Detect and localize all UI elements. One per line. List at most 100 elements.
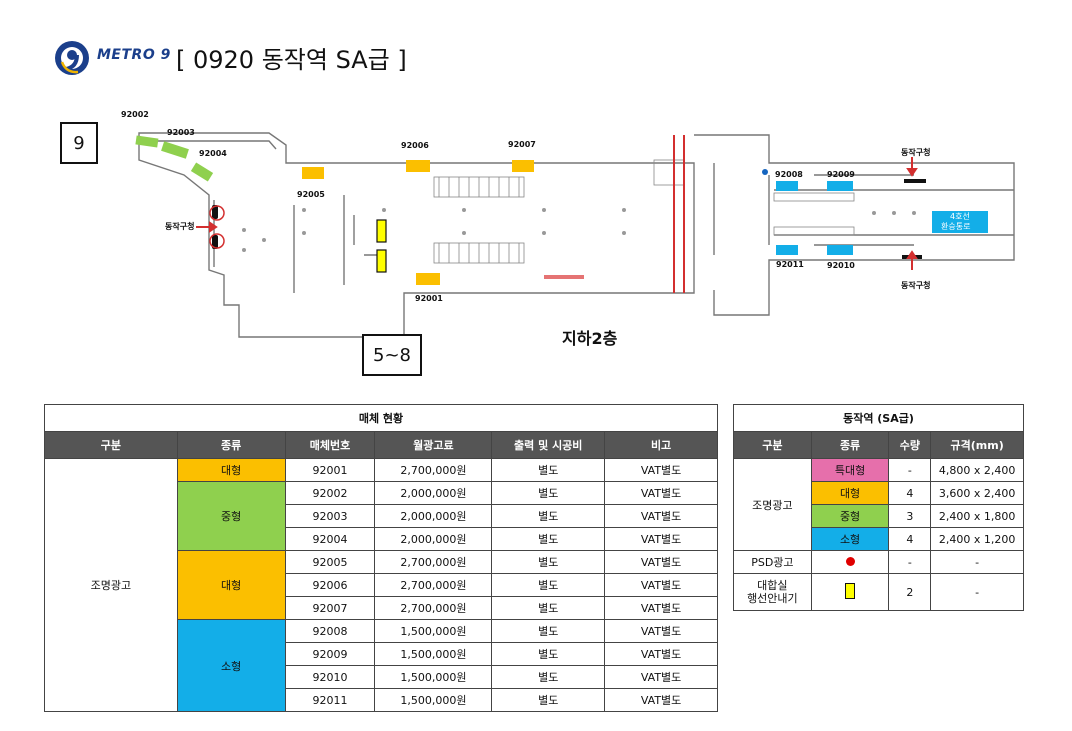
summary-category-guide: 대합실 행선안내기 [733,573,812,611]
summary-size: 2,400 x 1,200 [930,527,1024,551]
media-no-cell: 92001 [284,458,376,482]
cost-cell: 별도 [491,550,606,574]
summary-header-category: 구분 [733,431,812,459]
plan-label-92003: 92003 [167,128,195,137]
cost-cell: 별도 [491,619,606,643]
table-row: 대형 92005 2,700,000원 별도 VAT별도 [45,550,718,620]
transfer-label-1: 4호선 [950,212,970,221]
table-row: 92003 2,000,000원 별도 VAT별도 [45,504,718,528]
plan-label-92001: 92001 [415,294,443,303]
summary-category-lighting: 조명광고 [733,458,812,551]
table-row: 소형 92008 1,500,000원 별도 VAT별도 [45,619,718,712]
fee-cell: 2,000,000원 [374,527,493,551]
plan-label-92010: 92010 [827,261,855,270]
type-cell-large: 대형 [176,458,286,482]
media-no-cell: 92008 [284,619,376,643]
direction-label-left: 동작구청 [165,222,195,231]
logo-text: METRO 9 [97,47,171,63]
table-row: 92004 2,000,000원 별도 VAT별도 [45,527,718,551]
plan-label-92011: 92011 [776,260,804,269]
guide-board-icon-cell [810,573,890,611]
cost-cell: 별도 [491,527,606,551]
fee-cell: 1,500,000원 [374,665,493,689]
table-row: 92006 2,700,000원 별도 VAT별도 [45,573,718,597]
col-header-monthly-fee: 월광고료 [374,431,493,459]
floor-label: 지하2층 [562,329,618,348]
note-cell: VAT별도 [604,527,718,551]
exit-5-8-label: 5~8 [373,344,411,366]
floor-plan [135,132,1015,338]
media-no-cell: 92009 [284,642,376,666]
fee-cell: 2,700,000원 [374,550,493,574]
table-row: 조명광고 특대형 - 4,800 x 2,400 [733,458,1024,551]
transfer-label-2: 환승통로 [941,222,971,231]
note-cell: VAT별도 [604,619,718,643]
category-cell: 조명광고 [44,458,178,712]
plan-label-92005: 92005 [297,190,325,199]
note-cell: VAT별도 [604,481,718,505]
summary-category-psd: PSD광고 [733,550,812,574]
cost-cell: 별도 [491,458,606,482]
plan-label-92009: 92009 [827,170,855,179]
exit-9-label: 9 [73,132,85,154]
summary-qty: - [888,550,932,574]
summary-qty: 4 [888,527,932,551]
note-cell: VAT별도 [604,665,718,689]
note-cell: VAT별도 [604,642,718,666]
fee-cell: 1,500,000원 [374,619,493,643]
guide-label-line2: 행선안내기 [747,592,798,605]
col-header-category: 구분 [44,431,178,459]
col-header-print-cost: 출력 및 시공비 [491,431,606,459]
cost-cell: 별도 [491,642,606,666]
plan-label-92006: 92006 [401,141,429,150]
col-header-note: 비고 [604,431,718,459]
media-no-cell: 92007 [284,596,376,620]
red-dot-icon [845,556,855,566]
media-no-cell: 92010 [284,665,376,689]
type-cell-large: 대형 [176,550,286,620]
note-cell: VAT별도 [604,550,718,574]
summary-type-medium: 중형 [810,504,890,528]
summary-type-xl: 특대형 [810,458,890,482]
note-cell: VAT별도 [604,573,718,597]
table-row: PSD광고 - - [733,550,1024,574]
cost-cell: 별도 [491,665,606,689]
table-row: 중형 3 2,400 x 1,800 [734,504,1024,528]
cost-cell: 별도 [491,481,606,505]
page-title: [ 0920 동작역 SA급 ] [176,46,407,74]
fee-cell: 2,700,000원 [374,573,493,597]
table-row: 92011 1,500,000원 별도 VAT별도 [45,688,718,712]
yellow-board-icon [845,582,856,599]
summary-table: 동작역 (SA급) 구분 종류 수량 규격(mm) 조명광고 특대형 - 4,8… [733,404,1024,611]
cost-cell: 별도 [491,688,606,712]
fee-cell: 2,000,000원 [374,504,493,528]
col-header-type: 종류 [176,431,286,459]
cost-cell: 별도 [491,596,606,620]
table-row: 92009 1,500,000원 별도 VAT별도 [45,642,718,666]
summary-size: 3,600 x 2,400 [930,481,1024,505]
media-no-cell: 92006 [284,573,376,597]
summary-size: - [930,550,1024,574]
note-cell: VAT별도 [604,688,718,712]
direction-label-bottom: 동작구청 [901,281,931,290]
media-no-cell: 92002 [284,481,376,505]
fee-cell: 2,000,000원 [374,481,493,505]
media-no-cell: 92005 [284,550,376,574]
fee-cell: 1,500,000원 [374,688,493,712]
cost-cell: 별도 [491,573,606,597]
plan-label-92004: 92004 [199,149,227,158]
summary-table-title: 동작역 (SA급) [733,404,1024,432]
psd-dot-icon [810,550,890,574]
media-table-title: 매체 현황 [44,404,718,432]
summary-qty: 2 [888,573,932,611]
note-cell: VAT별도 [604,458,718,482]
fee-cell: 1,500,000원 [374,642,493,666]
exit-5-8-box: 5~8 [362,334,422,376]
summary-header-type: 종류 [810,431,890,459]
fee-cell: 2,700,000원 [374,596,493,620]
media-no-cell: 92004 [284,527,376,551]
summary-size: 4,800 x 2,400 [930,458,1024,482]
summary-header-qty: 수량 [888,431,932,459]
direction-label-top: 동작구청 [901,148,931,157]
col-header-media-no: 매체번호 [284,431,376,459]
